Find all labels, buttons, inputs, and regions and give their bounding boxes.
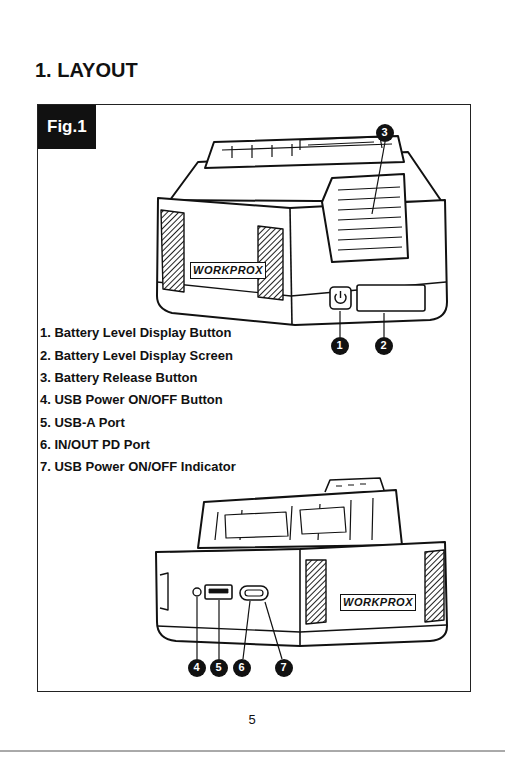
callout-label: 2 — [380, 340, 386, 351]
part-name: 6. IN/OUT PD Port — [40, 437, 150, 453]
brand-mark: WORKPROX — [190, 262, 266, 279]
leader-line — [340, 142, 385, 337]
callout-number: 7 — [275, 659, 293, 677]
callout-label: 5 — [215, 662, 221, 673]
figure-tab: Fig.1 — [38, 105, 96, 149]
page-number: 5 — [248, 712, 255, 728]
callout-number: 5 — [210, 659, 228, 677]
leader-line — [197, 597, 282, 659]
section-title: 1. LAYOUT — [35, 58, 138, 82]
callout-number: 3 — [376, 124, 394, 142]
brand-mark: WORKPROX — [340, 594, 416, 611]
callout-number: 2 — [375, 337, 393, 355]
callout-label: 3 — [381, 127, 387, 138]
part-name: 4. USB Power ON/OFF Button — [40, 392, 223, 408]
part-name: 2. Battery Level Display Screen — [40, 348, 233, 364]
callout-label: 7 — [280, 662, 286, 673]
callout-number: 1 — [331, 337, 349, 355]
part-name: 1. Battery Level Display Button — [40, 325, 231, 341]
callout-label: 6 — [238, 662, 244, 673]
part-name: 7. USB Power ON/OFF Indicator — [40, 459, 236, 475]
callout-number: 6 — [233, 659, 251, 677]
part-name: 5. USB-A Port — [40, 415, 125, 431]
part-name: 3. Battery Release Button — [40, 370, 198, 386]
battery-front-view — [156, 478, 447, 646]
battery-top-view — [157, 136, 447, 325]
page-rule — [0, 751, 505, 752]
callout-label: 4 — [193, 662, 199, 673]
callout-label: 1 — [336, 340, 342, 351]
callout-number: 4 — [188, 659, 206, 677]
